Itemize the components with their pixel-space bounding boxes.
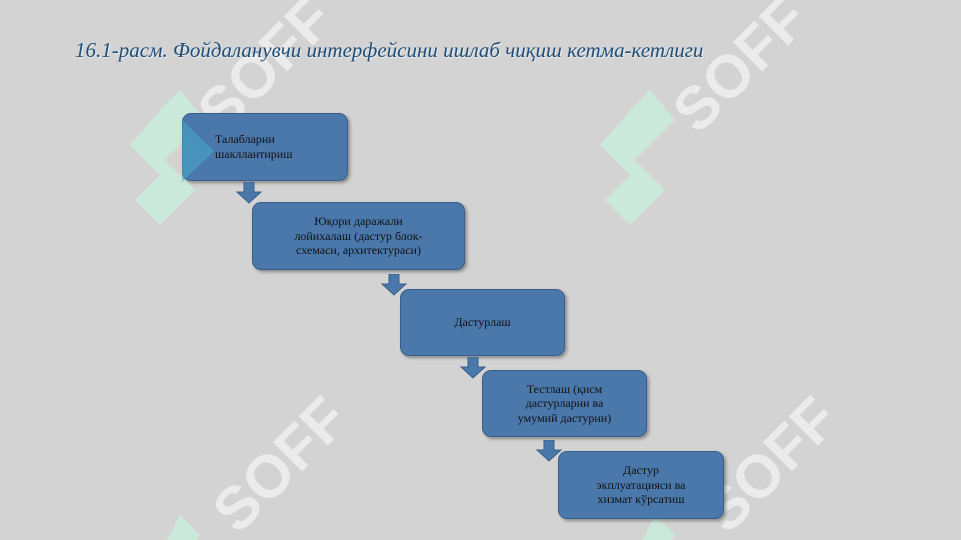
arrow-down-icon xyxy=(460,357,486,379)
watermark-text: SOFF xyxy=(199,384,361,540)
arrow-down-icon xyxy=(536,440,562,462)
step-box-requirements: Талабларни шакллантириш xyxy=(182,113,348,181)
arrow-down-icon xyxy=(236,182,262,204)
watermark-text: SOFF xyxy=(659,0,821,145)
watermark-logo-icon xyxy=(166,515,200,540)
step-box-exploitation: Дастур экплуатацияси ва хизмат кўрсатиш xyxy=(558,451,724,519)
step-box-testing: Тестлаш (қисм дастурларни ва умумий даст… xyxy=(482,370,647,437)
arrow-down-icon xyxy=(381,274,407,296)
page-title: 16.1-расм. Фойдаланувчи интерфейсини ишл… xyxy=(75,38,704,62)
step-box-programming: Дастурлаш xyxy=(400,289,565,356)
watermark-logo-icon xyxy=(600,90,675,225)
step-box-high-level-design: Юқори даражали лойихалаш (дастур блок- с… xyxy=(252,202,465,270)
